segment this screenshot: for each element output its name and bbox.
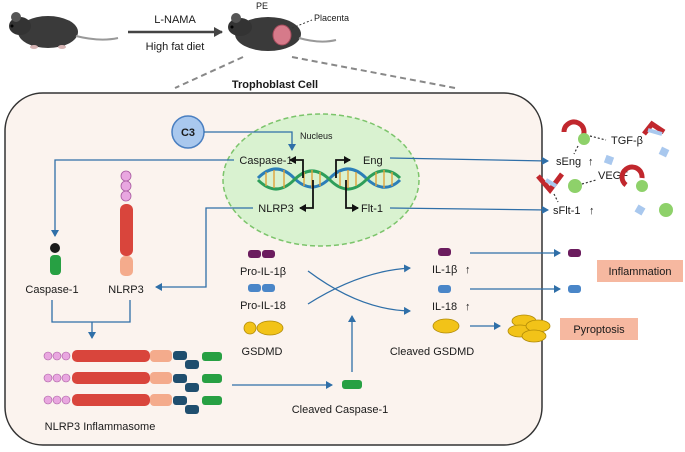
square-particle-3 <box>634 204 646 216</box>
tgfb-dashed-link <box>589 135 607 141</box>
eng-secretion-arrow <box>389 156 549 165</box>
il1b-protein <box>438 248 451 256</box>
nucleus-label: Nucleus <box>300 131 333 141</box>
inflammation-label: Inflammation <box>609 266 672 278</box>
pro-il18-label: Pro-IL-18 <box>240 300 286 312</box>
caspase1-gene-label: Caspase-1 <box>239 155 292 167</box>
cleaved-gsdmd-label: Cleaved GSDMD <box>390 346 474 358</box>
nlrp3-inflammasome <box>43 350 222 414</box>
flt1-secretion-arrow <box>389 205 549 214</box>
cleaved-caspase1-label: Cleaved Caspase-1 <box>292 404 389 416</box>
treatment-line2: High fat diet <box>146 41 205 53</box>
pro-il18-protein <box>248 284 261 292</box>
pyroptosis-box <box>560 318 638 340</box>
pe-label: PE <box>256 1 268 11</box>
placenta-icon <box>272 24 292 46</box>
il1b-up-arrow: ↑ <box>465 264 471 276</box>
pro-il1b-protein <box>248 250 261 258</box>
il18-protein <box>438 285 451 293</box>
tgfb-label: TGF-β <box>611 135 643 147</box>
cell-title: Trophoblast Cell <box>232 79 318 91</box>
c3-label: C3 <box>181 127 195 139</box>
vegf-ligand <box>568 179 582 193</box>
il1b-label: IL-1β <box>432 264 457 276</box>
cleavage-cross-arrow-2 <box>307 264 411 305</box>
il18-secreted <box>568 285 581 293</box>
assembly-arrow <box>51 300 131 338</box>
cleavage-cross-arrow-1 <box>307 270 411 315</box>
cleaved-gsdmd-protein <box>432 318 460 334</box>
nucleus <box>222 113 420 247</box>
seng-label: sEng <box>556 156 581 168</box>
gsdmd-protein <box>243 320 284 336</box>
pe-mouse <box>228 13 337 51</box>
nlrp3-label: NLRP3 <box>108 284 143 296</box>
sflt1-up-arrow: ↑ <box>589 205 595 217</box>
inflammation-box <box>597 260 683 282</box>
il18-label: IL-18 <box>432 301 457 313</box>
free-receptor-icon <box>642 120 666 136</box>
nlrp3-translation-arrow <box>155 207 253 291</box>
square-particle-1 <box>603 154 615 166</box>
eng-gene-arrow <box>335 156 351 178</box>
vegf-dashed-link <box>581 179 597 185</box>
caspase1-card-icon <box>50 243 60 253</box>
placenta-pointer <box>291 19 313 29</box>
eng-gene-label: Eng <box>363 155 383 167</box>
caspase1-protein <box>50 255 61 275</box>
treatment-line1: L-NAMA <box>154 14 196 26</box>
nlrp3-protein <box>120 170 133 276</box>
pro-il1b-label: Pro-IL-1β <box>240 266 286 278</box>
placenta-label: Placenta <box>314 13 349 23</box>
caspase1-translation-arrow <box>51 159 234 237</box>
gsdmd-pore-icon <box>507 314 551 343</box>
inflammasome-label: NLRP3 Inflammasome <box>45 421 156 433</box>
nlrp3-gene-label: NLRP3 <box>258 203 293 215</box>
il18-up-arrow: ↑ <box>465 301 471 313</box>
caspase1-label: Caspase-1 <box>25 284 78 296</box>
free-seng-icon <box>619 164 648 192</box>
control-mouse <box>9 12 119 49</box>
il1b-secreted <box>568 249 581 257</box>
flt1-gene-label: Flt-1 <box>361 203 383 215</box>
seng-receptor-icon <box>561 119 590 155</box>
square-particle-2 <box>658 146 670 158</box>
pro-il1b-protein-2 <box>262 250 275 258</box>
nlrp3-gene-arrow <box>299 180 314 212</box>
pro-il18-protein-2 <box>262 284 275 292</box>
cleaved-caspase1-protein <box>342 380 362 389</box>
zoom-line-left <box>174 56 244 89</box>
c3-to-nucleus-arrow <box>204 131 296 151</box>
flt1-gene-arrow <box>345 180 359 212</box>
zoom-line-right <box>291 56 456 89</box>
sflt1-label: sFlt-1 <box>553 205 581 217</box>
gsdmd-label: GSDMD <box>242 346 283 358</box>
pyroptosis-label: Pyroptosis <box>573 324 625 336</box>
sflt1-receptor-icon <box>536 172 564 203</box>
circle-particle-1 <box>659 203 673 217</box>
dna-helix-icon <box>256 167 402 191</box>
caspase1-gene-arrow <box>289 156 304 178</box>
seng-up-arrow: ↑ <box>588 156 594 168</box>
